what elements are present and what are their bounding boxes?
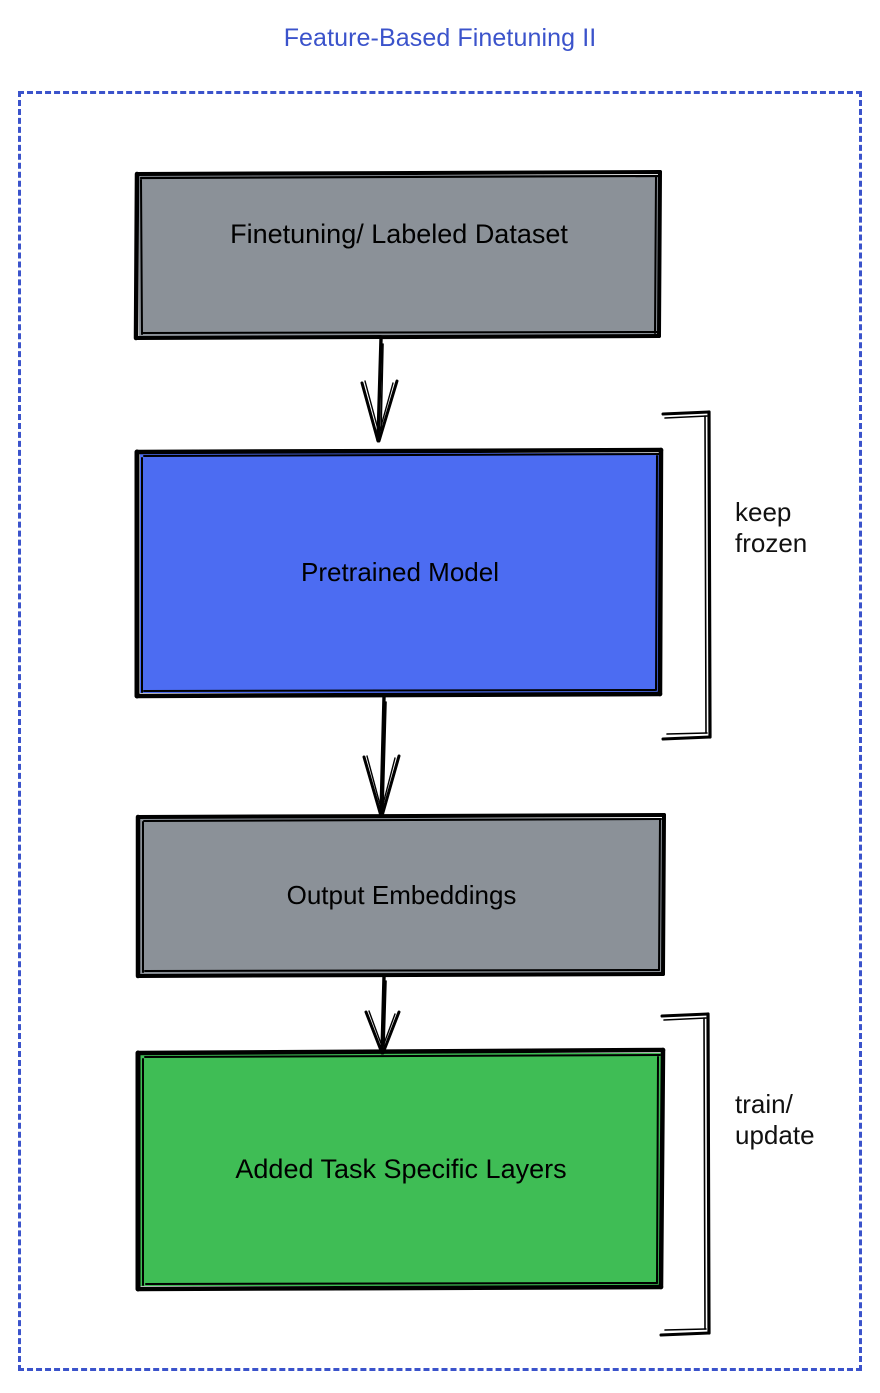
bracket-keep-frozen [661,410,712,741]
page-title: Feature-Based Finetuning II [283,24,597,52]
node-pretrained-label: Pretrained Model [301,557,499,588]
node-output-embeddings[interactable]: Output Embeddings [140,818,663,974]
node-added-task-specific-layers[interactable]: Added Task Specific Layers [140,1053,662,1286]
edge-pretrained-to-embeddings-arrow [362,695,401,818]
edge-dataset-to-pretrained-arrow [360,337,399,443]
bracket-train-update [659,1012,711,1337]
node-dataset[interactable]: Finetuning/ Labeled Dataset [139,175,659,336]
edge-embeddings-to-layers-arrow [364,975,401,1055]
annotation-keep-frozen: keep frozen [735,497,808,558]
node-dataset-label: Finetuning/ Labeled Dataset [230,219,568,249]
node-output-embeddings-label: Output Embeddings [286,880,517,911]
annotation-train-update: train/ update [735,1089,815,1150]
node-added-task-specific-layers-label: Added Task Specific Layers [235,1153,567,1184]
node-pretrained[interactable]: Pretrained Model [140,453,660,693]
